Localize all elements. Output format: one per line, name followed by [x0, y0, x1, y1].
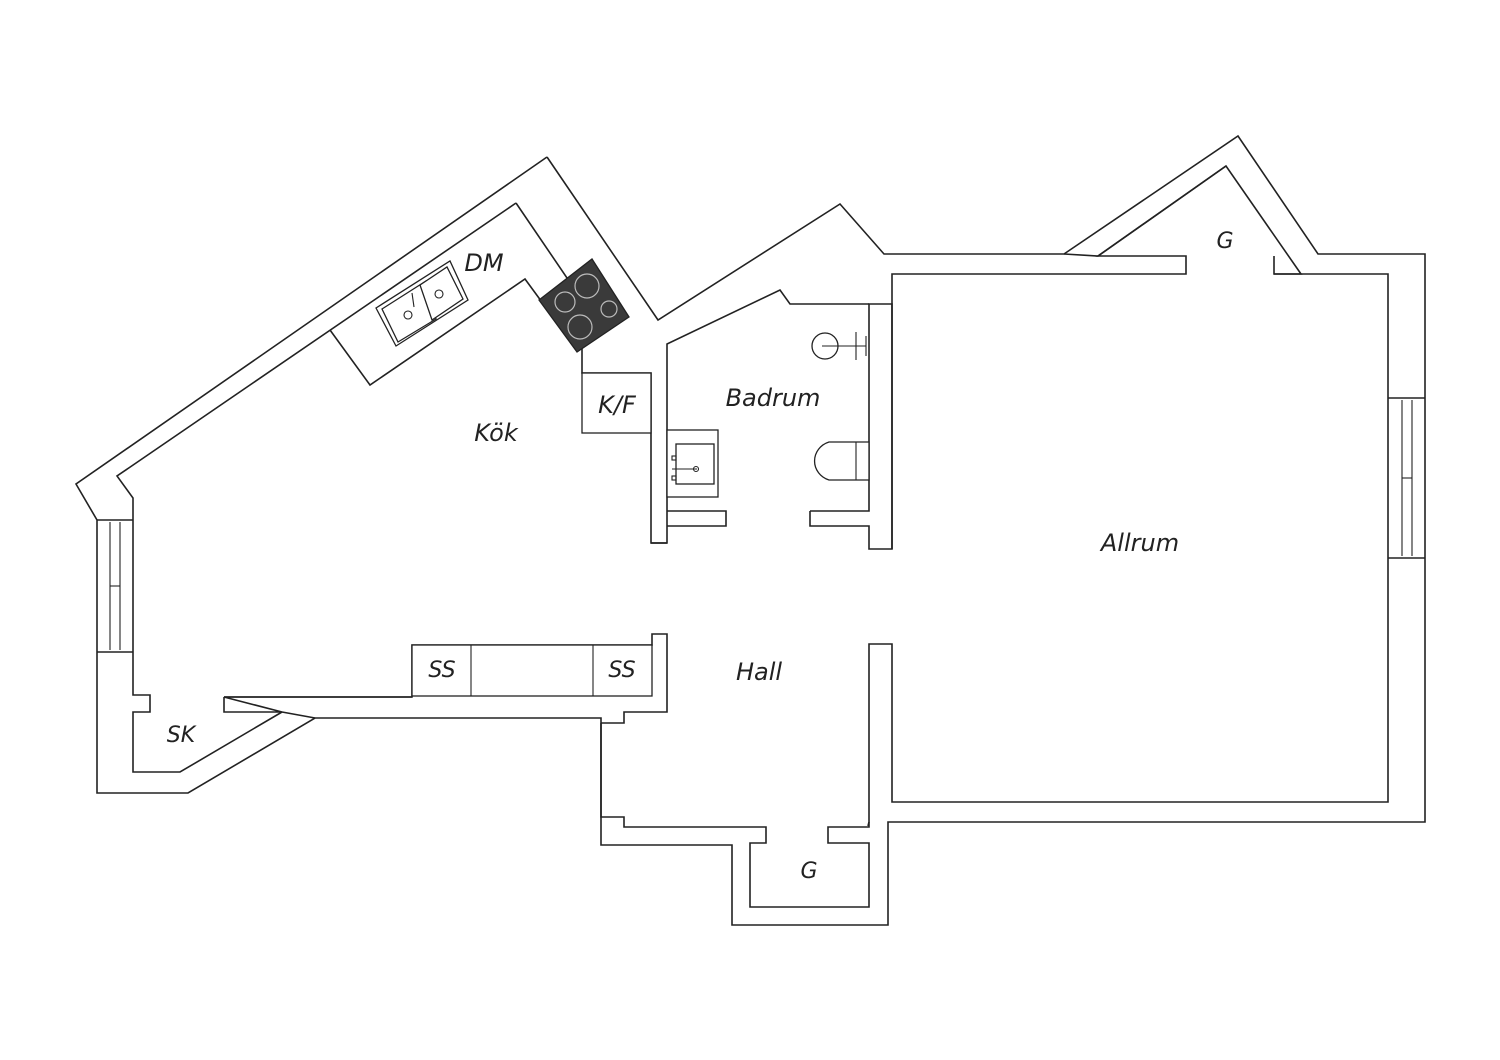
- shower-icon: [811, 332, 867, 360]
- label-kf: K/F: [598, 391, 637, 419]
- label-ss-right: SS: [608, 658, 635, 683]
- label-ss-left: SS: [428, 658, 455, 683]
- hall-closet-wall: [600, 723, 870, 908]
- allrum-inner-wall-right: [867, 273, 1389, 827]
- allrum-inner-wall: [891, 164, 1303, 549]
- label-dm: DM: [464, 249, 503, 277]
- stove-icon: [538, 258, 630, 353]
- allrum-top-closet: [1063, 165, 1227, 257]
- kitchen-counter: [329, 277, 548, 387]
- walls: [74, 134, 1426, 926]
- bathroom-left-wall: [667, 510, 727, 527]
- room-label-allrum: Allrum: [1099, 529, 1179, 557]
- kitchen-left-wall: [115, 202, 517, 773]
- window-left: [109, 522, 121, 650]
- label-g-top: G: [1216, 229, 1233, 254]
- room-label-badrum: Badrum: [726, 384, 821, 412]
- outer-wall: [74, 134, 1426, 926]
- toilet-icon: [813, 441, 870, 481]
- window-right: [1401, 400, 1413, 556]
- label-sk: SK: [167, 723, 197, 748]
- fridge-freezer: [581, 372, 652, 434]
- label-g-bottom: G: [800, 859, 817, 884]
- bathroom-sink-icon: [666, 429, 719, 498]
- sliding-wardrobe: [411, 644, 653, 697]
- room-label-hall: Hall: [736, 658, 782, 686]
- kitchen-sink-icon: [375, 260, 469, 347]
- partition-diag: [281, 711, 316, 719]
- room-label-kok: Kök: [474, 419, 519, 447]
